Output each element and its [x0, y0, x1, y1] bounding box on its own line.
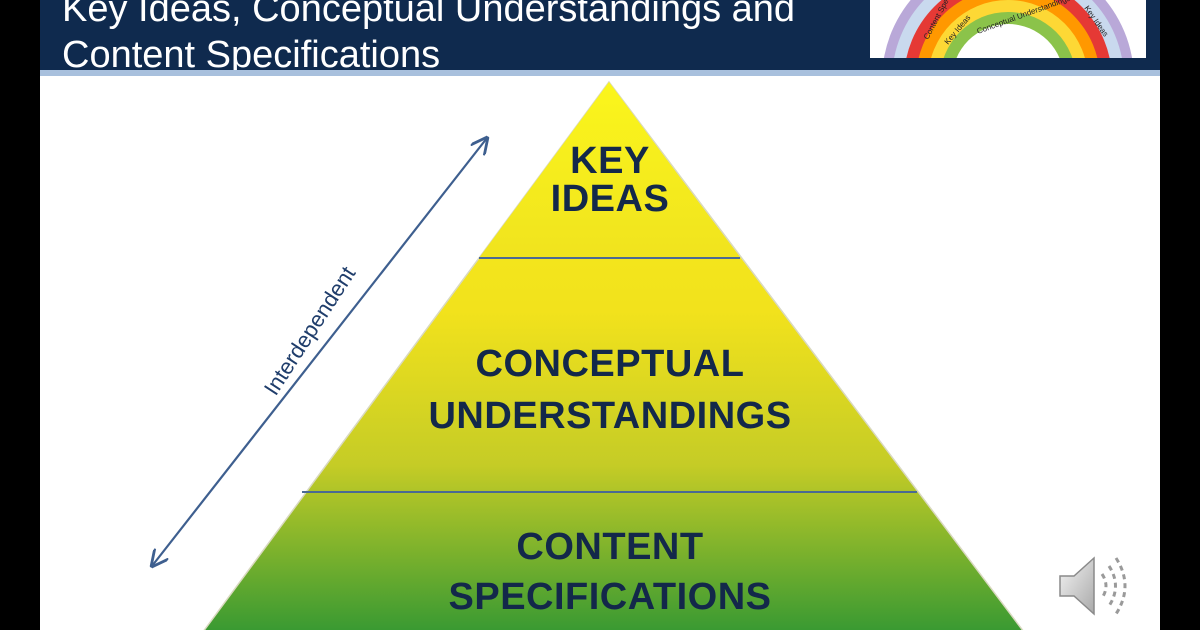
title-line-1: Key Ideas, Conceptual Understandings and — [62, 0, 796, 30]
layer-content-line2: SPECIFICATIONS — [448, 576, 772, 618]
slide-title: Key Ideas, Conceptual Understandings and… — [62, 0, 795, 78]
slide: Key Ideas, Conceptual Understandings and… — [40, 0, 1160, 630]
layer-key-ideas-line2: IDEAS — [550, 178, 670, 220]
layer-content-specifications: CONTENT SPECIFICATIONS — [370, 522, 850, 622]
logo-arc-center — [956, 24, 1060, 58]
rainbow-logo: Content Specifications Key Ideas Concept… — [870, 0, 1146, 58]
interdependent-arrow — [152, 138, 487, 566]
layer-key-ideas-line1: KEY — [570, 140, 650, 182]
title-line-2: Content Specifications — [62, 34, 441, 76]
layer-key-ideas: KEY IDEAS — [510, 142, 710, 218]
layer-content-line1: CONTENT — [516, 526, 704, 568]
pyramid-diagram — [40, 80, 1024, 630]
layer-conceptual-line1: CONCEPTUAL — [475, 343, 745, 385]
layer-conceptual-understandings: CONCEPTUAL UNDERSTANDINGS — [370, 338, 850, 442]
layer-conceptual-line2: UNDERSTANDINGS — [428, 395, 792, 437]
title-stripe — [40, 70, 1160, 76]
speaker-icon[interactable] — [1056, 548, 1132, 624]
pyramid-top-layer — [479, 82, 740, 258]
